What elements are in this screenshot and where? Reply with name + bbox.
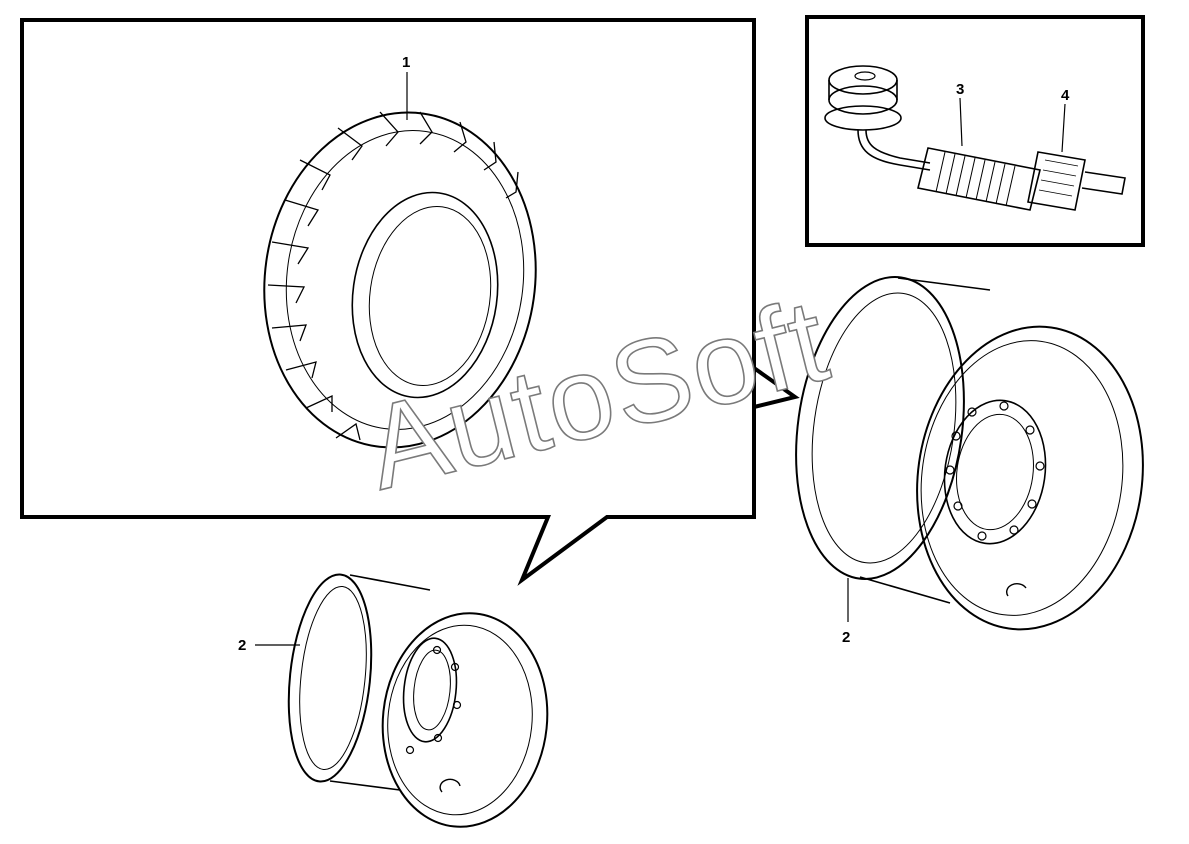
wheel-rim-right bbox=[795, 276, 1144, 631]
frame-pointer bbox=[752, 366, 800, 409]
tire-drawing bbox=[263, 111, 537, 449]
callout-2-wheel-left: 2 bbox=[238, 637, 246, 654]
tire-valve bbox=[824, 65, 1126, 211]
tire-detail-frame bbox=[20, 18, 756, 586]
callout-1-tire: 1 bbox=[402, 54, 410, 71]
leader-lines bbox=[255, 72, 1066, 646]
watermark: AutoSoft bbox=[354, 274, 841, 515]
callout-2-wheel-right: 2 bbox=[842, 629, 850, 646]
valve-detail-frame bbox=[805, 15, 1145, 247]
callout-4-valve-cap: 4 bbox=[1061, 87, 1070, 104]
callout-3-valve: 3 bbox=[956, 81, 964, 98]
wheel-rim-left bbox=[287, 573, 549, 828]
